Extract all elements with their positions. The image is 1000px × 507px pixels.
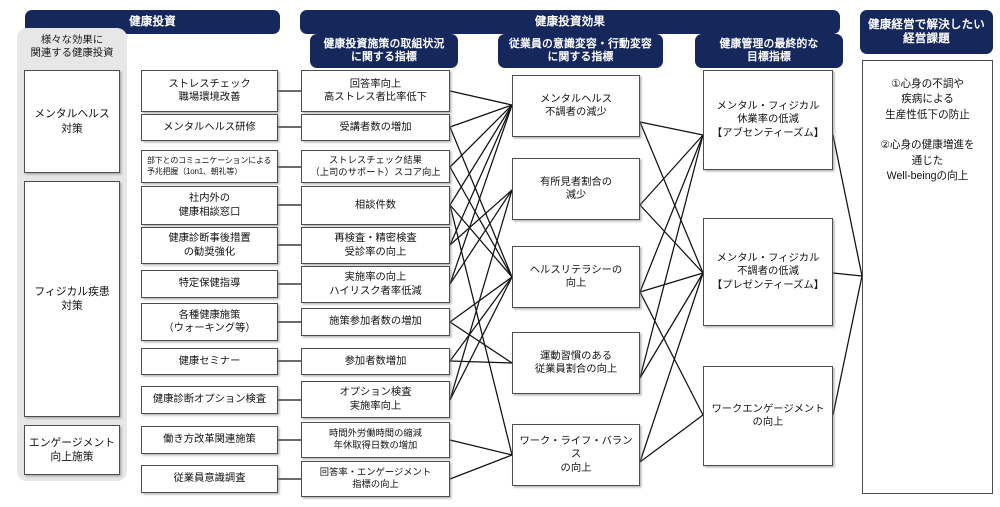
investment-box-10[interactable]: 従業員意識調査	[141, 465, 278, 493]
behavior-label-4: ワーク・ライフ・バランス の向上	[519, 435, 633, 474]
behavior-label-0: メンタルヘルス 不調者の減少	[539, 93, 613, 118]
banner-business-issue: 健康経営で解決したい 経営課題	[860, 10, 993, 54]
measure-box-0[interactable]: 回答率向上 高ストレス者比率低下	[301, 70, 450, 112]
measure-label-10: 回答率・エンゲージメント 指標の向上	[319, 467, 432, 489]
investment-box-3[interactable]: 社内外の 健康相談窓口	[141, 186, 278, 225]
final-target-label-1: メンタル・フィジカル 不調者の低減 【プレゼンティーズム】	[711, 252, 825, 291]
measure-label-3: 相談件数	[354, 199, 397, 211]
measure-label-0: 回答率向上 高ストレス者比率低下	[324, 78, 427, 103]
measure-box-10[interactable]: 回答率・エンゲージメント 指標の向上	[301, 461, 450, 497]
final-target-box-1[interactable]: メンタル・フィジカル 不調者の低減 【プレゼンティーズム】	[703, 218, 833, 326]
category-engagement[interactable]: エンゲージメント 向上施策	[24, 425, 120, 475]
business-issue-label: ①心身の不調や 疾病による 生産性低下の防止 ②心身の健康増進を 通じた Wel…	[880, 78, 975, 183]
behavior-label-2: ヘルスリテラシーの 向上	[529, 264, 623, 289]
measure-box-4[interactable]: 再検査・精密検査 受診率の向上	[301, 227, 450, 264]
header-measure-indicators: 健康投資施策の取組状況 に関する指標	[310, 34, 458, 68]
category-physical-disease-label: フィジカル疾患 対策	[34, 285, 110, 312]
measure-box-2[interactable]: ストレスチェック結果 （上司のサポート）スコア向上	[301, 150, 450, 183]
measure-label-5: 実施率の向上 ハイリスク者率低減	[329, 272, 422, 297]
investment-box-2[interactable]: 部下とのコミュニケーションによる 予兆把握（1on1、朝礼等）	[141, 150, 278, 183]
measure-label-7: 参加者数増加	[344, 355, 407, 367]
measure-box-8[interactable]: オプション検査 実施率向上	[301, 381, 450, 418]
final-target-box-0[interactable]: メンタル・フィジカル 休業率の低減 【アブセンティーズム】	[703, 70, 833, 170]
behavior-box-1[interactable]: 有所見者割合の 減少	[512, 158, 640, 220]
behavior-label-1: 有所見者割合の 減少	[539, 176, 613, 201]
investment-label-3: 社内外の 健康相談窓口	[178, 193, 241, 218]
final-target-box-2[interactable]: ワークエンゲージメント の向上	[703, 366, 833, 466]
investment-box-1[interactable]: メンタルヘルス研修	[141, 114, 278, 141]
measure-label-6: 施策参加者数の増加	[329, 316, 422, 328]
banner-health-investment-effect: 健康投資効果	[300, 10, 840, 34]
investment-label-1: メンタルヘルス研修	[163, 121, 256, 133]
investment-label-7: 健康セミナー	[178, 355, 241, 367]
investment-box-8[interactable]: 健康診断オプション検査	[141, 386, 278, 414]
measure-box-1[interactable]: 受講者数の増加	[301, 114, 450, 141]
investment-box-9[interactable]: 働き方改革関連施策	[141, 426, 278, 454]
investment-label-8: 健康診断オプション検査	[152, 394, 267, 406]
header-final-target-indicators: 健康管理の最終的な 目標指標	[695, 34, 843, 68]
category-mental-health[interactable]: メンタルヘルス 対策	[24, 70, 120, 173]
measure-label-8: オプション検査 実施率向上	[339, 387, 412, 412]
investment-box-0[interactable]: ストレスチェック 職場環境改善	[141, 70, 278, 112]
investment-box-4[interactable]: 健康診断事後措置 の勧奨強化	[141, 227, 278, 264]
measure-label-4: 再検査・精密検査 受診率の向上	[334, 233, 417, 258]
investment-box-7[interactable]: 健康セミナー	[141, 348, 278, 375]
measure-label-2: ストレスチェック結果 （上司のサポート）スコア向上	[310, 154, 441, 177]
measure-box-5[interactable]: 実施率の向上 ハイリスク者率低減	[301, 266, 450, 303]
measure-box-9[interactable]: 時間外労働時間の縮減 年休取得日数の増加	[301, 422, 450, 458]
category-engagement-label: エンゲージメント 向上施策	[28, 436, 116, 463]
measure-box-7[interactable]: 参加者数増加	[301, 348, 450, 375]
investment-label-4: 健康診断事後措置 の勧奨強化	[168, 233, 251, 258]
header-behavior-indicators: 従業員の意識変容・行動変容 に関する指標	[498, 34, 663, 68]
investment-label-2: 部下とのコミュニケーションによる 予兆把握（1on1、朝礼等）	[147, 156, 272, 176]
behavior-box-4[interactable]: ワーク・ライフ・バランス の向上	[512, 424, 640, 486]
banner-health-investment-label: 健康投資	[129, 15, 176, 28]
behavior-box-3[interactable]: 運動習慣のある 従業員割合の向上	[512, 332, 640, 394]
header-final-target-indicators-label: 健康管理の最終的な 目標指標	[719, 37, 819, 63]
behavior-label-3: 運動習慣のある 従業員割合の向上	[534, 350, 618, 375]
measure-label-1: 受講者数の増加	[339, 121, 412, 133]
investment-box-6[interactable]: 各種健康施策 （ウォーキング等）	[141, 303, 278, 341]
behavior-box-0[interactable]: メンタルヘルス 不調者の減少	[512, 75, 640, 137]
measure-box-3[interactable]: 相談件数	[301, 186, 450, 225]
banner-business-issue-label: 健康経営で解決したい 経営課題	[868, 18, 985, 45]
investment-label-9: 働き方改革関連施策	[163, 434, 256, 446]
final-target-label-0: メンタル・フィジカル 休業率の低減 【アブセンティーズム】	[711, 100, 825, 139]
investment-box-5[interactable]: 特定保健指導	[141, 270, 278, 298]
investment-label-10: 従業員意識調査	[173, 473, 246, 485]
investment-category-caption: 様々な効果に 関連する健康投資	[30, 35, 114, 59]
investment-label-0: ストレスチェック 職場環境改善	[168, 78, 251, 103]
header-behavior-indicators-label: 従業員の意識変容・行動変容 に関する指標	[509, 37, 652, 63]
final-target-label-2: ワークエンゲージメント の向上	[711, 403, 825, 428]
behavior-box-2[interactable]: ヘルスリテラシーの 向上	[512, 246, 640, 308]
header-measure-indicators-label: 健康投資施策の取組状況 に関する指標	[323, 37, 445, 63]
measure-box-6[interactable]: 施策参加者数の増加	[301, 308, 450, 336]
banner-health-investment-effect-label: 健康投資効果	[534, 15, 606, 28]
investment-label-6: 各種健康施策 （ウォーキング等）	[163, 309, 256, 334]
measure-label-9: 時間外労働時間の縮減 年休取得日数の増加	[329, 428, 422, 450]
investment-label-5: 特定保健指導	[178, 278, 241, 290]
category-mental-health-label: メンタルヘルス 対策	[34, 108, 110, 135]
business-issue-box[interactable]: ①心身の不調や 疾病による 生産性低下の防止 ②心身の健康増進を 通じた Wel…	[862, 60, 993, 494]
category-physical-disease[interactable]: フィジカル疾患 対策	[24, 181, 120, 417]
